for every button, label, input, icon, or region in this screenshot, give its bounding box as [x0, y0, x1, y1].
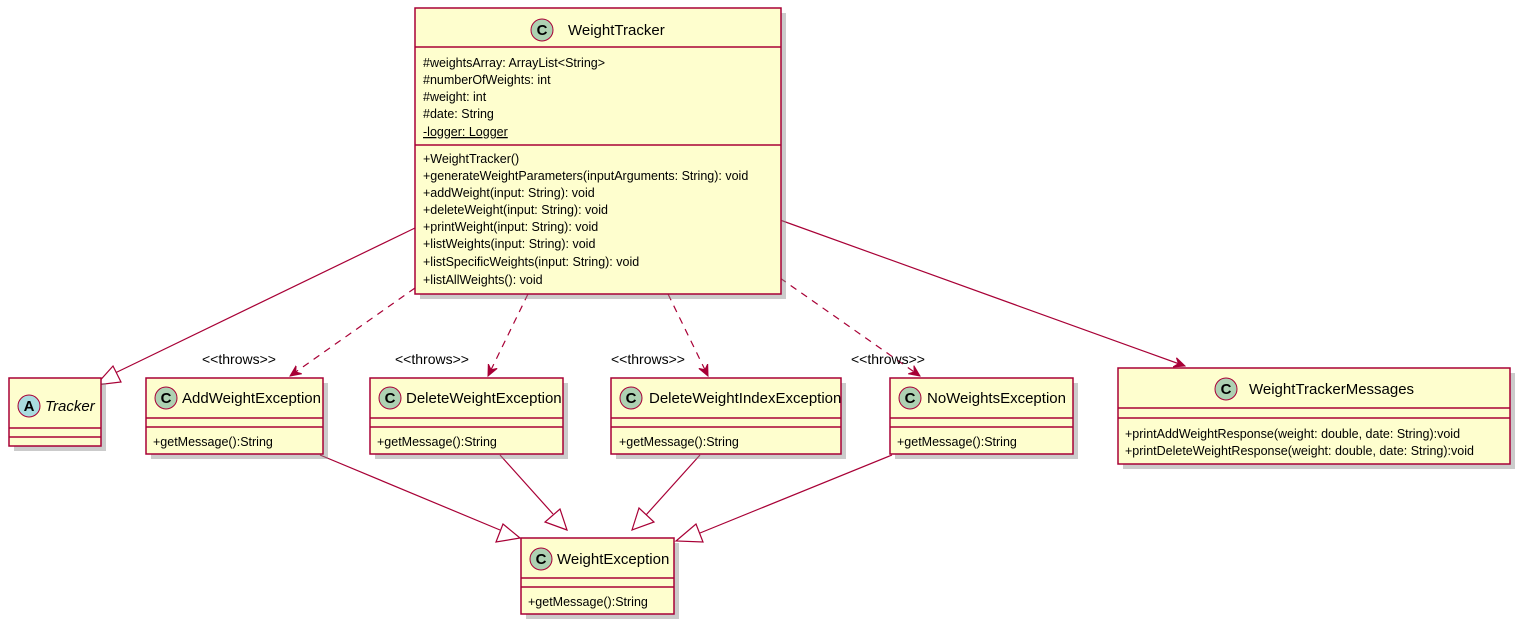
- method: +printDeleteWeightResponse(weight: doubl…: [1125, 444, 1474, 458]
- association-weighttracker-messages: [779, 219, 1185, 366]
- class-c-icon: [378, 386, 402, 410]
- method: +addWeight(input: String): void: [423, 186, 595, 200]
- class-c-icon: [154, 386, 178, 410]
- method: +deleteWeight(input: String): void: [423, 203, 608, 217]
- method: +printWeight(input: String): void: [423, 220, 598, 234]
- method: +listSpecificWeights(input: String): voi…: [423, 255, 639, 269]
- class-name: WeightTracker: [568, 22, 665, 39]
- class-c-glyph: C: [161, 390, 172, 407]
- abstract-a-glyph: A: [24, 398, 35, 415]
- generalization-arrowhead: [631, 506, 656, 531]
- class-weighttracker[interactable]: C WeightTracker #weightsArray: ArrayList…: [414, 7, 786, 299]
- class-name: DeleteWeightIndexException: [649, 390, 841, 407]
- method: +getMessage():String: [897, 435, 1017, 449]
- class-name: WeightException: [557, 551, 669, 568]
- generalization-weighttracker-tracker: [112, 227, 416, 375]
- generalization-noweights-weightexception: [699, 454, 893, 534]
- method: +printAddWeightResponse(weight: double, …: [1125, 427, 1460, 441]
- method: +listAllWeights(): void: [423, 273, 543, 287]
- generalization-arrowhead: [674, 522, 704, 543]
- generalization-deleteweightindex-weightexception: [645, 454, 701, 516]
- class-tracker[interactable]: A Tracker: [8, 377, 106, 451]
- class-c-icon: [1214, 377, 1238, 401]
- relationship-lines: <<throws>> <<throws>> <<throws>> <<throw…: [94, 219, 1185, 543]
- class-name: DeleteWeightException: [406, 390, 562, 407]
- attribute-static: -logger: Logger: [423, 125, 508, 139]
- method: +getMessage():String: [377, 435, 497, 449]
- class-c-glyph: C: [537, 22, 548, 39]
- class-name: Tracker: [45, 398, 96, 415]
- class-c-glyph: C: [536, 551, 547, 568]
- generalization-deleteweight-weightexception: [499, 454, 554, 515]
- method: +listWeights(input: String): void: [423, 237, 595, 251]
- class-c-icon: [530, 18, 554, 42]
- throws-label: <<throws>>: [202, 351, 276, 367]
- class-weighttrackermessages[interactable]: C WeightTrackerMessages +printAddWeightR…: [1117, 367, 1515, 469]
- generalization-arrowhead: [495, 523, 522, 543]
- attribute: #weightsArray: ArrayList<String>: [423, 56, 605, 70]
- class-deleteweightexception[interactable]: C DeleteWeightException +getMessage():St…: [369, 377, 568, 459]
- class-c-glyph: C: [1221, 381, 1232, 398]
- class-name: NoWeightsException: [927, 390, 1066, 407]
- method: +getMessage():String: [153, 435, 273, 449]
- dependency-throws-noweightsexception: [779, 277, 920, 376]
- class-deleteweightindexexception[interactable]: C DeleteWeightIndexException +getMessage…: [610, 377, 846, 459]
- generalization-addweight-weightexception: [319, 454, 501, 531]
- class-c-glyph: C: [385, 390, 396, 407]
- class-name: AddWeightException: [182, 390, 321, 407]
- throws-label: <<throws>>: [851, 351, 925, 367]
- generalization-arrowhead: [543, 507, 568, 531]
- method: +getMessage():String: [619, 435, 739, 449]
- attribute: #numberOfWeights: int: [423, 73, 551, 87]
- method: +getMessage():String: [528, 595, 648, 609]
- dependency-throws-deleteweightindexexception: [667, 293, 709, 376]
- dependency-throws-deleteweightexception: [487, 293, 529, 376]
- method: +generateWeightParameters(inputArguments…: [423, 169, 748, 183]
- throws-label: <<throws>>: [611, 351, 685, 367]
- class-name: WeightTrackerMessages: [1249, 381, 1414, 398]
- class-c-glyph: C: [626, 390, 637, 407]
- generalization-arrowhead: [94, 364, 122, 386]
- method: +WeightTracker(): [423, 152, 519, 166]
- class-c-glyph: C: [905, 390, 916, 407]
- attribute: #weight: int: [423, 90, 487, 104]
- class-c-icon: [619, 386, 643, 410]
- throws-label: <<throws>>: [395, 351, 469, 367]
- class-weightexception[interactable]: C WeightException +getMessage():String: [520, 537, 679, 619]
- class-noweightsexception[interactable]: C NoWeightsException +getMessage():Strin…: [889, 377, 1078, 459]
- class-c-icon: [529, 547, 553, 571]
- attribute: #date: String: [423, 107, 494, 121]
- class-addweightexception[interactable]: C AddWeightException +getMessage():Strin…: [145, 377, 328, 459]
- class-c-icon: [898, 386, 922, 410]
- abstract-a-icon: [17, 394, 41, 418]
